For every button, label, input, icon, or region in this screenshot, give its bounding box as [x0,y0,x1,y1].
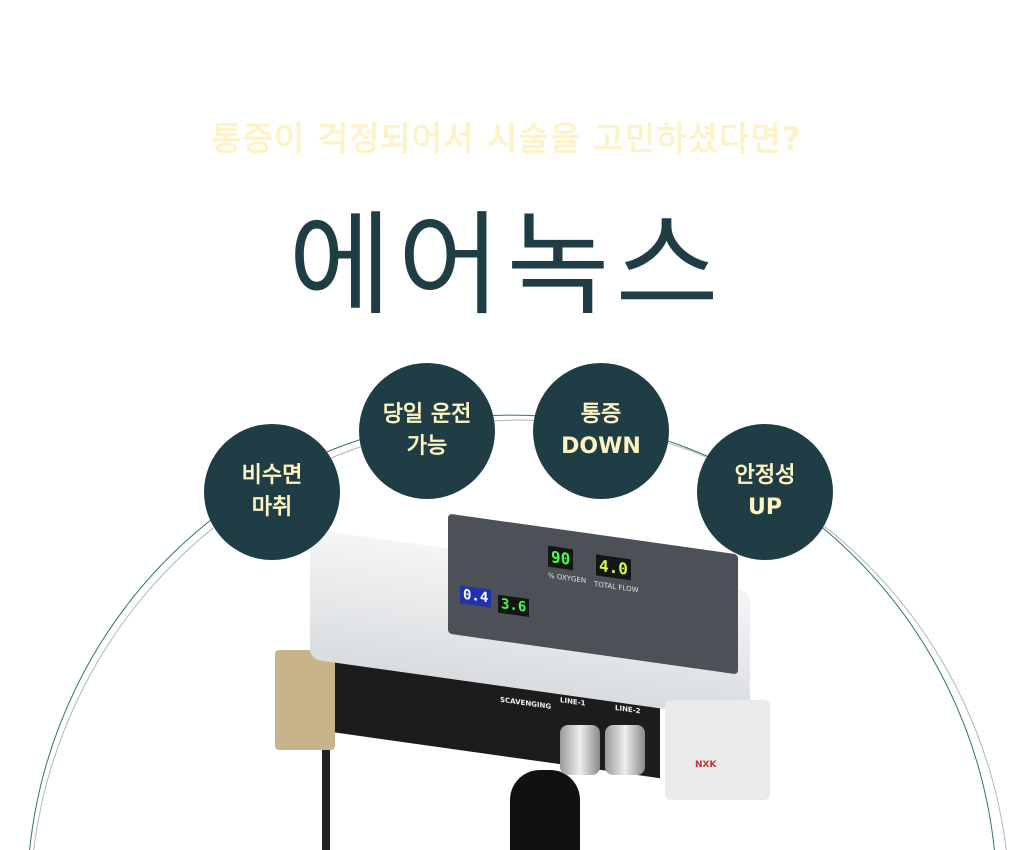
side-box: NXK [665,700,770,800]
oxygen-display: 90 [548,545,574,571]
n2o-display: 0.4 [460,585,492,608]
airnox-device-image: SCAVENGING LINE-1 LINE-2 0.4 3.6 90 4.0 … [270,513,770,850]
flow-display: 4.0 [596,554,631,581]
line2-outlet [605,725,645,775]
line1-label: LINE-1 [560,696,586,708]
line1-outlet [560,725,600,775]
badge-stability-up: 안정성 UP [697,424,833,560]
badge-pain-down: 통증 DOWN [533,363,669,499]
scavenging-label: SCAVENGING [500,695,552,711]
badge-line: 비수면 [241,463,303,488]
brand-logo: NXK [695,760,717,770]
green-arc [29,414,995,850]
badge-line: 마취 [251,495,293,520]
breathing-bag [510,770,580,850]
badge-line: 통증 [580,402,622,427]
page-title: 에어녹스 [288,201,725,331]
line2-label: LINE-2 [615,703,641,716]
badge-line: UP [748,495,782,520]
flow-label: TOTAL FLOW [594,580,639,595]
badge-line: 안정성 [734,463,796,488]
badge-line: 가능 [406,434,448,459]
gray-arc [33,419,1007,850]
subtitle: 통증이 걱정되어서 시술을 고민하셨다면? [211,119,802,158]
oxygen-label: % OXYGEN [548,571,587,586]
mount-bracket [275,650,335,750]
o2-display: 3.6 [498,594,530,618]
badge-line: DOWN [561,434,641,459]
badge-line: 당일 운전 [382,402,472,427]
hose [322,750,330,850]
